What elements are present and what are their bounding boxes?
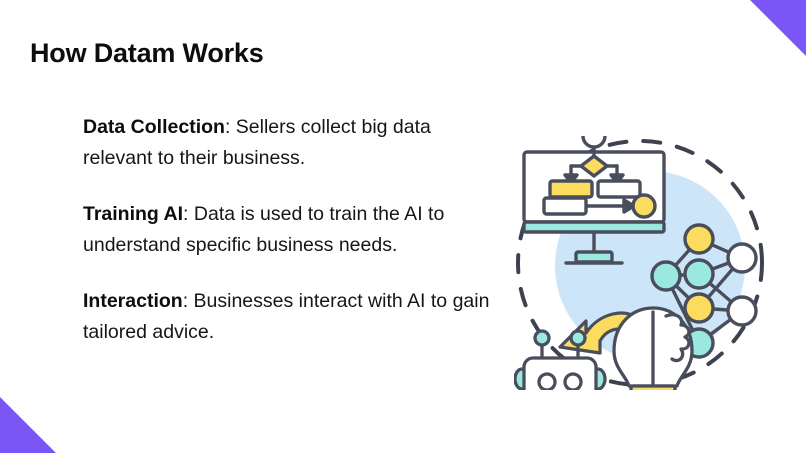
page-title: How Datam Works <box>30 38 264 68</box>
lightbulb-brain <box>612 306 694 390</box>
corner-accent-top-right <box>750 0 806 56</box>
paragraph-lead-interaction: Interaction <box>83 290 183 312</box>
robot-eye-right <box>563 372 583 390</box>
flow-node-start-circle <box>581 136 607 149</box>
flow-arrowhead-left <box>563 173 579 185</box>
paragraph-separator-interaction: : <box>182 290 194 312</box>
paragraph-lead-training-ai: Training AI <box>83 203 184 225</box>
paragraph-lead-data-collection: Data Collection <box>83 116 225 138</box>
neural-node-output-bottom <box>726 295 758 327</box>
lightbulb-base <box>629 384 677 390</box>
paragraph-training-ai: Training AI: Data is used to train the A… <box>83 199 503 261</box>
corner-accent-bottom-left <box>0 397 56 453</box>
robot-face-panel <box>522 356 598 390</box>
paragraph-text-data-collection: Sellers collect big data relevant to the… <box>83 116 431 169</box>
ai-concept-illustration <box>514 136 768 390</box>
flow-arrowhead-right <box>609 173 625 185</box>
robot-head <box>514 329 607 390</box>
flow-arrowhead-bottom <box>622 198 636 214</box>
dashed-circle-border <box>516 139 764 387</box>
monitor-flowchart <box>522 136 666 265</box>
robot-eye-left <box>537 372 557 390</box>
paragraph-text-interaction: Businesses interact with AI to gain tail… <box>83 290 490 343</box>
neural-node-hidden-yellow-lower <box>683 292 715 324</box>
flow-node-decision-diamond <box>579 154 609 178</box>
flow-node-process-white-right <box>596 179 642 199</box>
flow-node-process-yellow <box>548 179 594 199</box>
neural-node-input-cyan <box>650 260 682 292</box>
robot-antenna-left-bulb <box>533 329 551 347</box>
lightbulb-brain-folds <box>664 313 691 363</box>
paragraph-data-collection: Data Collection: Sellers collect big dat… <box>83 112 503 174</box>
monitor-screen-bottom-bar <box>522 220 666 234</box>
flow-node-end-circle <box>631 193 657 219</box>
paragraph-interaction: Interaction: Businesses interact with AI… <box>83 286 503 348</box>
paragraph-separator-data-collection: : <box>224 116 236 138</box>
body-text-column: Data Collection: Sellers collect big dat… <box>83 112 503 348</box>
monitor-stand-base <box>574 250 614 264</box>
neural-network <box>650 223 758 359</box>
paragraph-separator-training-ai: : <box>183 203 194 225</box>
neural-node-hidden-cyan-upper <box>683 258 715 290</box>
neural-node-hidden-yellow-top <box>683 223 715 255</box>
neural-node-output-top <box>726 242 758 274</box>
flow-node-process-white-bottom <box>542 196 588 216</box>
robot-antenna-right-bulb <box>569 329 587 347</box>
paragraph-text-training-ai: Data is used to train the AI to understa… <box>83 203 445 256</box>
